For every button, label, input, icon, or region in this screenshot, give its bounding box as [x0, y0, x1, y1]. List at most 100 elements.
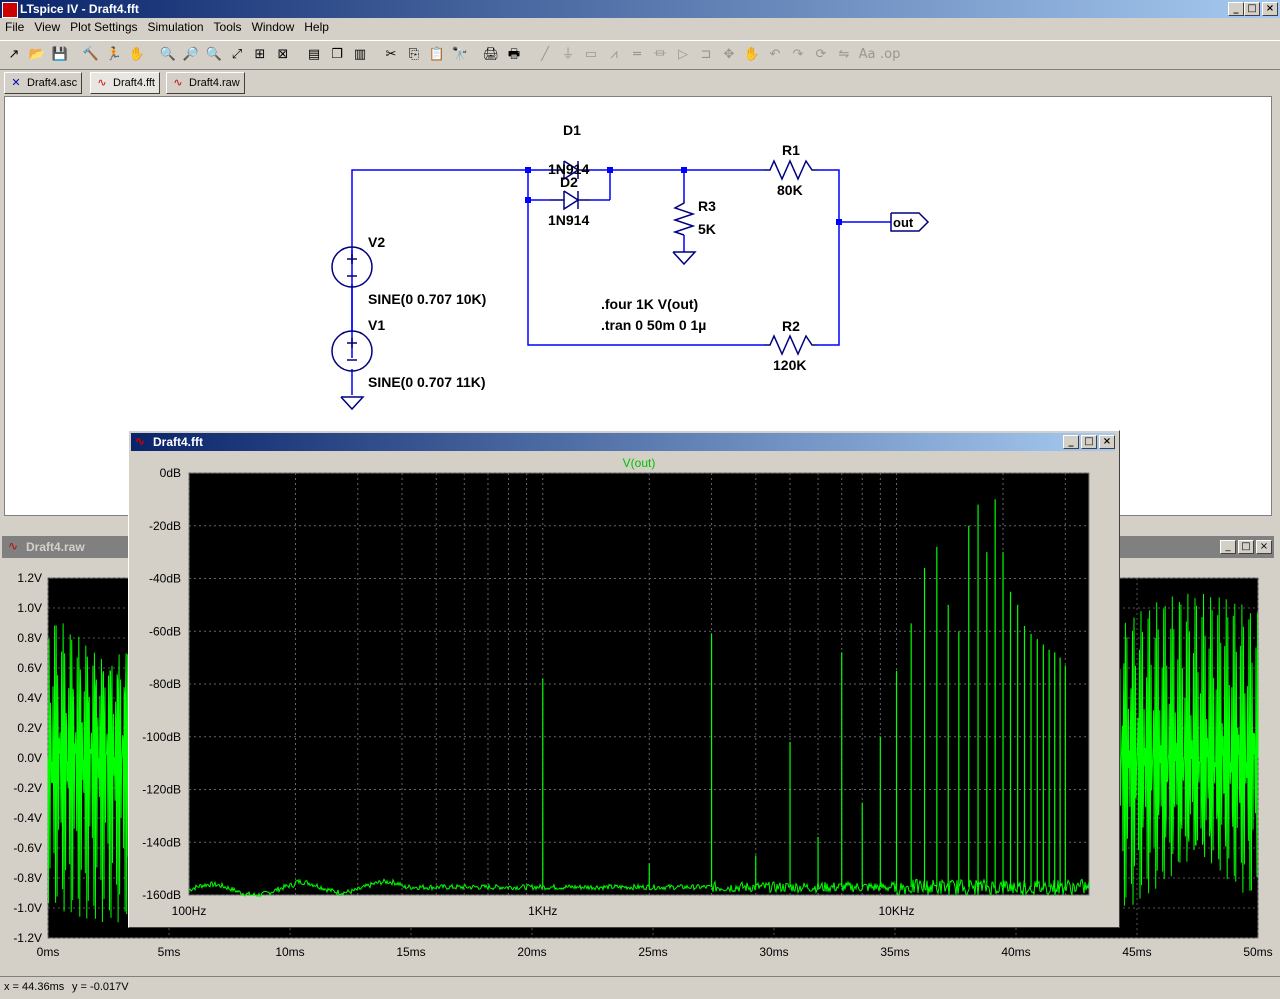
cascade-icon[interactable]: ❐ [331, 47, 343, 62]
halt-icon[interactable]: ✋ [128, 47, 146, 62]
r3-label: R3 [698, 198, 716, 214]
new-schematic-icon[interactable]: ↗ [8, 47, 20, 62]
d1-label: D1 [563, 122, 581, 138]
menu-tools[interactable]: Tools [213, 20, 242, 34]
fft-maximize-button[interactable]: □ [1081, 435, 1097, 449]
raw-x-tick: 40ms [1001, 945, 1030, 959]
fft-y-tick: -80dB [149, 677, 181, 691]
measure-icon[interactable]: ⊠ [277, 47, 289, 62]
fft-noise-floor [188, 878, 1090, 898]
fft-y-tick: -100dB [142, 730, 181, 744]
ltspice-logo-icon [2, 2, 18, 18]
raw-minimize-button[interactable]: _ [1220, 540, 1236, 554]
raw-y-tick: 0.0V [17, 751, 42, 765]
print-icon[interactable]: 🖶 [507, 47, 521, 62]
schematic-icon: ✕ [11, 76, 21, 89]
raw-x-tick: 35ms [880, 945, 909, 959]
fft-window-title: Draft4.fft [153, 435, 203, 449]
r2-value: 120K [773, 357, 806, 373]
ground-icon[interactable]: ⏚ [561, 47, 575, 62]
fft-close-button[interactable]: × [1099, 435, 1115, 449]
net-label-out-shape [890, 212, 930, 232]
raw-x-tick: 0ms [37, 945, 60, 959]
paste-icon[interactable]: 📋 [428, 47, 446, 62]
fft-minimize-button[interactable]: _ [1063, 435, 1079, 449]
copy-icon[interactable]: ⎘ [408, 47, 420, 62]
rotate-icon[interactable]: ⟳ [815, 47, 827, 62]
cut-icon[interactable]: ✂ [385, 47, 397, 62]
menu-plot-settings[interactable]: Plot Settings [70, 20, 138, 34]
menu-help[interactable]: Help [304, 20, 329, 34]
fft-x-tick: 100Hz [172, 904, 207, 918]
fft-series-label: V(out) [623, 456, 656, 470]
print-preview-icon[interactable]: 🖨 [482, 47, 500, 62]
save-icon[interactable]: 💾 [51, 47, 69, 62]
fft-plot[interactable]: 0dB-20dB-40dB-60dB-80dB-100dB-120dB-140d… [131, 453, 1115, 923]
raw-y-tick: -0.4V [13, 811, 42, 825]
capacitor-icon[interactable]: ═ [633, 47, 641, 62]
waveform-icon: ∿ [135, 434, 146, 448]
inductor-icon[interactable]: ⏛ [653, 47, 667, 62]
net-label-out: out [893, 215, 914, 230]
v1-label: V1 [368, 317, 385, 333]
raw-x-tick: 15ms [396, 945, 425, 959]
raw-x-tick: 10ms [275, 945, 304, 959]
close-button[interactable]: × [1262, 2, 1278, 16]
find-icon[interactable]: 🔭 [451, 47, 469, 62]
d1-model: 1N914 [548, 161, 589, 177]
run-icon[interactable]: 🏃 [105, 47, 123, 62]
fft-y-tick: -20dB [149, 519, 181, 533]
raw-maximize-button[interactable]: □ [1238, 540, 1254, 554]
text-icon[interactable]: Aa [858, 47, 876, 62]
fft-title-bar: ∿ Draft4.fft _ □ × [131, 433, 1115, 451]
fft-y-tick: -140dB [142, 835, 181, 849]
spice-directive-icon[interactable]: .op [880, 47, 901, 62]
menu-file[interactable]: File [5, 20, 25, 34]
zoom-in-icon[interactable]: 🔍 [159, 47, 177, 62]
title-bar: LTspice IV - Draft4.fft _ □ × [0, 0, 1280, 18]
r3-value: 5K [698, 221, 716, 237]
tab-draft4-raw[interactable]: ∿Draft4.raw [166, 72, 245, 94]
menu-view[interactable]: View [34, 20, 61, 34]
move-icon[interactable]: ✥ [723, 47, 735, 62]
resistor-r1 [764, 159, 817, 181]
waveform-icon: ∿ [8, 539, 19, 553]
tab-draft4-fft[interactable]: ∿Draft4.fft [90, 72, 160, 94]
zoom-out-icon[interactable]: 🔍 [205, 47, 223, 62]
resistor-r3 [672, 200, 696, 236]
open-icon[interactable]: 📂 [28, 47, 46, 62]
component-icon[interactable]: ⊐ [700, 47, 712, 62]
control-panel-icon[interactable]: 🔨 [82, 47, 100, 62]
wire-icon[interactable]: ╱ [541, 47, 549, 62]
maximize-button[interactable]: □ [1244, 2, 1260, 16]
zoom-pan-icon[interactable]: 🔎 [182, 47, 200, 62]
tab-draft4-asc[interactable]: ✕ Draft4.asc [4, 72, 83, 94]
minimize-button[interactable]: _ [1228, 2, 1244, 16]
tab-label: Draft4.asc [27, 77, 78, 89]
zoom-fit-icon[interactable]: ⤢ [231, 47, 243, 62]
fft-y-tick: -160dB [142, 888, 181, 902]
drag-icon[interactable]: ✋ [743, 47, 761, 62]
tab-bar: ✕ Draft4.asc ∿Draft4.fft ∿Draft4.raw [0, 70, 1280, 94]
undo-icon[interactable]: ↶ [769, 47, 781, 62]
fft-plot-window[interactable]: ∿ Draft4.fft _ □ × 0dB-20dB-40dB-60dB-80… [128, 430, 1120, 928]
raw-close-button[interactable]: × [1256, 540, 1272, 554]
mirror-icon[interactable]: ⇋ [838, 47, 850, 62]
diode-icon[interactable]: ▷ [678, 47, 688, 62]
tile-vertical-icon[interactable]: ▥ [353, 47, 367, 62]
redo-icon[interactable]: ↷ [792, 47, 804, 62]
resistor-icon[interactable]: ⩘ [610, 47, 618, 62]
menu-window[interactable]: Window [251, 20, 295, 34]
raw-x-tick: 20ms [517, 945, 546, 959]
source-v2 [331, 246, 373, 288]
raw-y-tick: -0.2V [13, 781, 42, 795]
tile-horizontal-icon[interactable]: ▤ [307, 47, 321, 62]
fft-y-tick: -60dB [149, 624, 181, 638]
raw-y-tick: -0.8V [13, 871, 42, 885]
resistor-r2 [764, 334, 817, 356]
menu-simulation[interactable]: Simulation [147, 20, 204, 34]
r1-label: R1 [782, 142, 800, 158]
raw-y-tick: 1.0V [17, 601, 42, 615]
autorange-icon[interactable]: ⊞ [254, 47, 266, 62]
label-icon[interactable]: ▭ [584, 47, 598, 62]
